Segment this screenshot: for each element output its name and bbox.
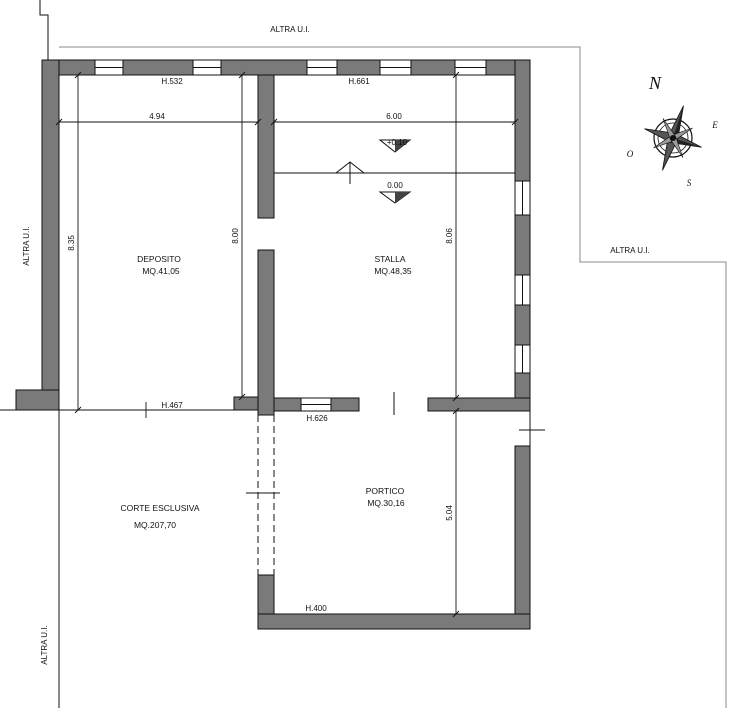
portico-south-wall [257, 613, 531, 630]
east-boundary-line [59, 46, 727, 708]
west-wall [41, 59, 60, 401]
room-area-stalla: MQ.48,35 [374, 266, 412, 276]
room-name-corte: CORTE ESCLUSIVA [120, 503, 199, 513]
height-label-deposito-bottom: H.467 [161, 401, 183, 410]
height-label-stalla-top: H.661 [348, 77, 370, 86]
level-marker-lower [378, 191, 412, 204]
room-name-deposito: DEPOSITO [137, 254, 181, 264]
north-west-boundary [39, 0, 49, 60]
dim-deposito-width: 4.94 [149, 112, 165, 121]
dim-deposito-height-inner: 8.00 [231, 228, 240, 244]
room-area-deposito: MQ.41,05 [142, 266, 180, 276]
portico-east-wall [514, 445, 531, 630]
neighbor-label-right: ALTRA U.I. [610, 246, 649, 255]
west-wall-foot [15, 389, 60, 411]
section-arrow-icon [335, 161, 365, 184]
dim-deposito-height-outer: 8.35 [67, 235, 76, 251]
dim-stalla-width: 6.00 [386, 112, 402, 121]
deposito-south-stub [233, 396, 259, 411]
stalla-south-wall-right [427, 397, 531, 412]
room-name-portico: PORTICO [366, 486, 405, 496]
compass-rose-icon [644, 105, 702, 171]
partition-wall-lower [257, 249, 275, 416]
compass-north-label: N [648, 73, 662, 93]
height-label-stalla-bottom: H.626 [306, 414, 328, 423]
boundary-lines [0, 0, 727, 708]
neighbor-label-top: ALTRA U.I. [270, 25, 309, 34]
room-area-corte: MQ.207,70 [134, 520, 176, 530]
neighbor-label-left: ALTRA U.I. [22, 226, 31, 265]
portico-open-side [246, 415, 280, 575]
dim-stalla-height: 8.06 [445, 228, 454, 244]
level-label-upper: +0.10 [387, 138, 408, 147]
neighbor-label-bottom-left: ALTRA U.I. [40, 625, 49, 664]
partition-wall-upper [257, 74, 275, 219]
compass-east-label: E [711, 120, 718, 130]
windows [94, 59, 531, 412]
height-label-portico-bottom: H.400 [305, 604, 327, 613]
height-label-deposito-top: H.532 [161, 77, 183, 86]
walls [15, 59, 531, 630]
compass-south-label: S [687, 178, 692, 188]
compass-west-label: O [627, 149, 634, 159]
dimension-lines [55, 71, 519, 618]
level-label-lower: 0.00 [387, 181, 403, 190]
dim-portico-height: 5.04 [445, 505, 454, 521]
room-area-portico: MQ.30,16 [367, 498, 405, 508]
level-marker-upper [378, 139, 412, 153]
room-name-stalla: STALLA [374, 254, 405, 264]
